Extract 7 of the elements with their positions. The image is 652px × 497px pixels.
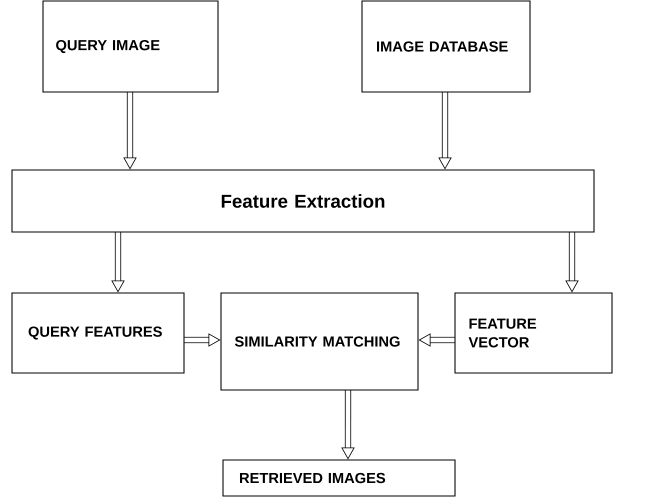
process-box: QUERY FEATURES xyxy=(11,292,185,374)
process-box: Feature Extraction xyxy=(11,169,595,233)
process-box: FEATURE VECTOR xyxy=(454,292,613,374)
process-box: QUERY IMAGE xyxy=(42,0,219,93)
process-box: SIMILARITY MATCHING xyxy=(220,292,419,391)
process-box: RETRIEVED IMAGES xyxy=(222,459,456,497)
process-box: IMAGE DATABASE xyxy=(361,0,531,93)
